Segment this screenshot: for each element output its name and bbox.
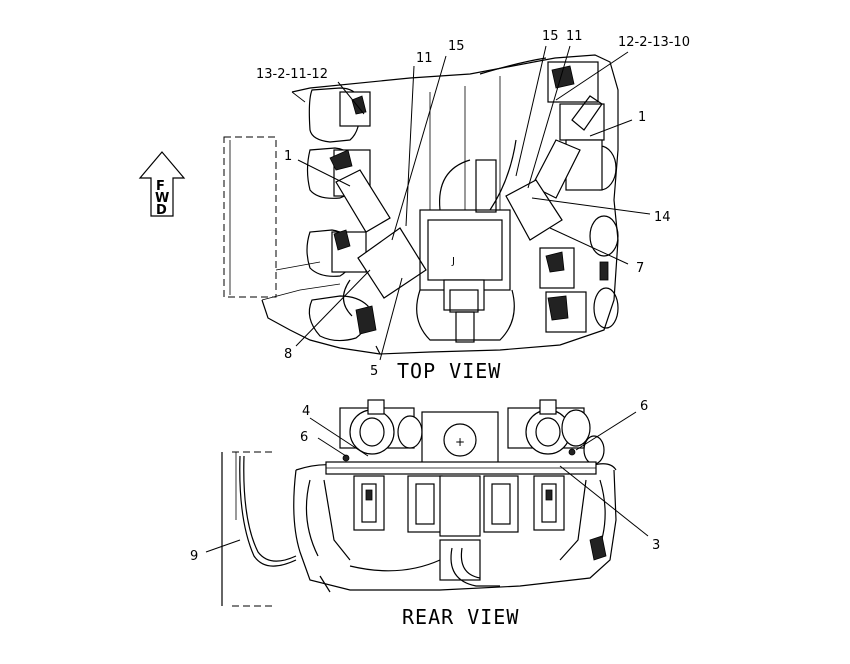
callout-8: 8 [284,347,292,362]
callout-1-right: 1 [638,110,646,125]
svg-text:+: + [455,435,465,449]
rear-leader-lines [205,411,649,553]
rear-view-drawing: + [221,399,617,607]
callout-13-2-11-12: 13-2-11-12 [256,67,328,82]
top-view-title: TOP VIEW [397,359,501,383]
callout-1-left: 1 [284,149,292,164]
fwd-letter-w: W [155,191,169,206]
callout-4: 4 [302,404,310,419]
callout-6-right: 6 [640,399,648,414]
callout-14: 14 [654,210,671,225]
fwd-letter-f: F [156,179,165,194]
top-view-drawing: J [223,54,619,355]
top-center-block: J [416,76,517,343]
top-dashed-outline [223,136,277,298]
fwd-letter-d: D [156,203,167,218]
callout-15-right: 15 [542,29,559,44]
top-right-bank [539,61,619,333]
rear-right-turbo [507,399,605,465]
rear-dashed-outline [221,451,276,607]
callout-7: 7 [636,261,644,276]
top-leader-lines [295,45,651,361]
rear-view-title: REAR VIEW [402,605,519,629]
rear-callouts: 4 6 6 3 9 [190,399,660,564]
callout-9: 9 [190,549,198,564]
fwd-arrow-icon: F W D [138,151,186,218]
top-right-turbo [505,95,603,241]
callout-11-left: 11 [416,51,433,66]
callout-5: 5 [370,364,378,379]
top-callouts: 13-2-11-12 11 15 15 11 12-2-13-10 1 1 14… [256,29,690,379]
callout-15-left: 15 [448,39,465,54]
svg-text:J: J [451,256,455,267]
callout-12-2-13-10: 12-2-13-10 [618,35,690,50]
callout-3: 3 [652,538,660,553]
rear-cylinders [353,475,565,537]
callout-6-left: 6 [300,430,308,445]
callout-11-right: 11 [566,29,583,44]
rear-left-turbo [339,399,423,455]
